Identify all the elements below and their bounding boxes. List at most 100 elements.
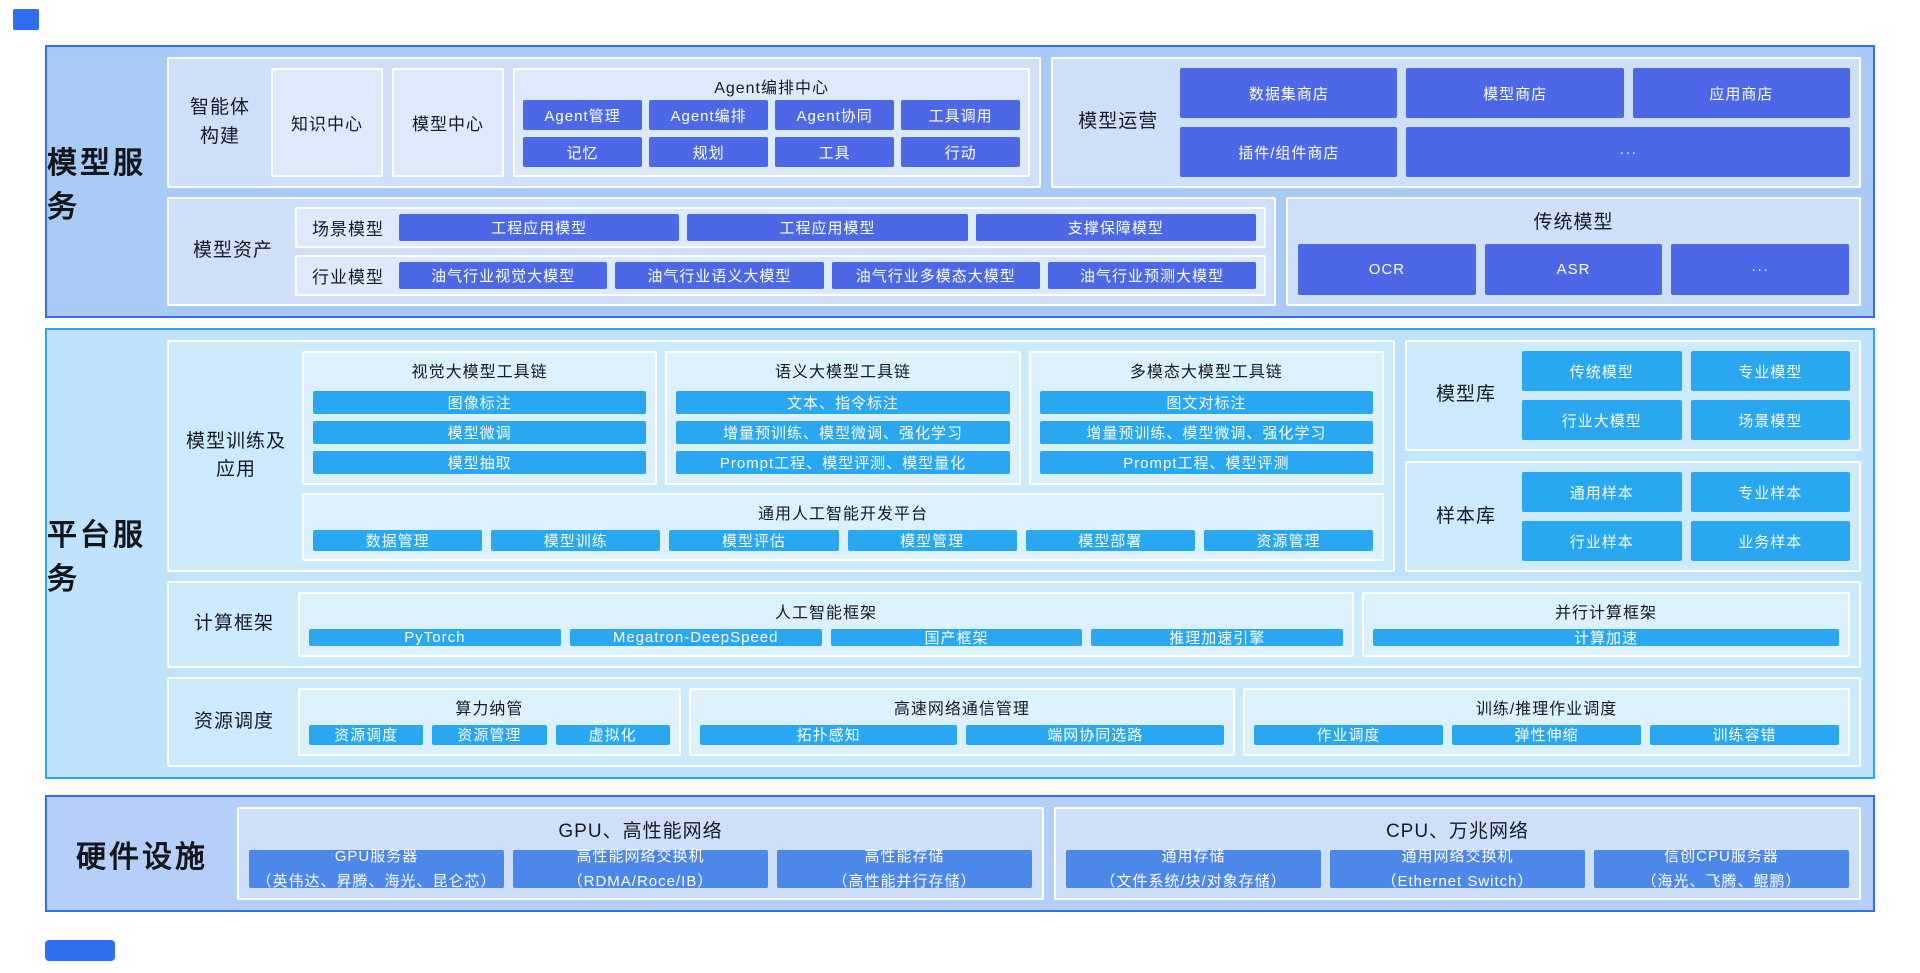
row-training-and-repos: 模型训练及应用 视觉大模型工具链 图像标注 模型微调 模型抽取 <box>167 340 1861 573</box>
block-compute-accel: 计算加速 <box>1373 629 1839 647</box>
group-agi-dev-platform: 通用人工智能开发平台 数据管理 模型训练 模型评估 模型管理 模型部署 资源管理 <box>302 493 1385 562</box>
panel-model-assets: 模型资产 场景模型 工程应用模型 工程应用模型 支撑保障模型 行业模型 油气行业… <box>167 197 1277 306</box>
panel-model-training-label: 模型训练及应用 <box>186 430 287 481</box>
section-platform-service-label: 平台服务 <box>47 518 146 596</box>
block-virtualization: 虚拟化 <box>555 724 670 745</box>
block-xinchuang-cpu-server: 信创CPU服务器 （海光、飞腾、鲲鹏） <box>1594 848 1849 890</box>
model-assets-rows: 场景模型 工程应用模型 工程应用模型 支撑保障模型 行业模型 油气行业视觉大模型… <box>295 207 1267 297</box>
block-ocr: OCR <box>1298 244 1476 295</box>
agi-dev-platform-row: 数据管理 模型训练 模型评估 模型管理 模型部署 资源管理 <box>313 530 1374 552</box>
group-agent-orchestration-title: Agent编排中心 <box>714 80 830 97</box>
block-model-deploy: 模型部署 <box>1025 530 1195 552</box>
group-ai-framework: 人工智能框架 PyTorch Megatron-DeepSpeed 国产框架 推… <box>298 592 1355 657</box>
ai-framework-title: 人工智能框架 <box>775 605 878 623</box>
hp-network-switch-detail: （RDMA/Roce/IB） <box>567 872 714 890</box>
gpu-server-detail: （英伟达、昇腾、海光、昆仑芯） <box>256 872 497 890</box>
model-repo-grid: 传统模型 专业模型 行业大模型 场景模型 <box>1522 351 1850 441</box>
block-memory: 记忆 <box>523 137 643 168</box>
traditional-models-title: 传统模型 <box>1533 212 1614 234</box>
agi-dev-platform-title: 通用人工智能开发平台 <box>758 506 929 524</box>
cpu-network-title: CPU、万兆网络 <box>1385 821 1530 842</box>
repos-column: 模型库 传统模型 专业模型 行业大模型 场景模型 样本库 通用样本 <box>1405 340 1861 573</box>
block-app-store: 应用商店 <box>1632 68 1850 119</box>
section-model-service-label: 模型服务 <box>47 146 146 224</box>
block-industry-sample: 行业样本 <box>1522 521 1682 562</box>
block-oilgas-predict-model: 油气行业预测大模型 <box>1047 262 1257 290</box>
scene-model-row: 场景模型 工程应用模型 工程应用模型 支撑保障模型 <box>295 207 1267 249</box>
block-topology-aware: 拓扑感知 <box>699 724 958 745</box>
panel-cpu-network: CPU、万兆网络 通用存储 （文件系统/块/对象存储） 通用网络交换机 （Eth… <box>1054 807 1861 900</box>
corner-mark-top <box>13 9 39 30</box>
block-incremental-pretrain-semantic: 增量预训练、模型微调、强化学习 <box>676 421 1010 445</box>
block-resource-manage: 资源管理 <box>432 724 547 745</box>
block-planning: 规划 <box>649 137 769 168</box>
block-resource-schedule: 资源调度 <box>309 724 424 745</box>
ethernet-switch-name: 通用网络交换机 <box>1401 847 1514 865</box>
block-scene-model: 场景模型 <box>1690 400 1850 441</box>
panel-model-operation: 模型运营 数据集商店 模型商店 应用商店 插件/组件商店 ··· <box>1051 57 1861 189</box>
traditional-models-row: OCR ASR ··· <box>1298 244 1849 295</box>
block-model-store: 模型商店 <box>1406 68 1624 119</box>
hp-network-switch-name: 高性能网络交换机 <box>576 847 705 865</box>
panel-sample-repo: 样本库 通用样本 专业样本 行业样本 业务样本 <box>1405 461 1861 573</box>
toolchains-row: 视觉大模型工具链 图像标注 模型微调 模型抽取 语义大模型工具链 文本、指令标注… <box>302 351 1385 486</box>
block-resource-manage-platform: 资源管理 <box>1203 530 1374 552</box>
block-agent-collaborate: Agent协同 <box>775 100 895 131</box>
block-oilgas-semantic-model: 油气行业语义大模型 <box>615 262 824 290</box>
panel-sample-repo-label: 样本库 <box>1436 505 1497 527</box>
section-model-service: 模型服务 智能体构建 知识中心 模型中心 Agent编排中心 Agent管理 A… <box>45 45 1875 318</box>
section-hardware-label: 硬件设施 <box>76 840 208 874</box>
parallel-framework-row: 计算加速 <box>1373 629 1839 647</box>
block-engineering-app-model-2: 工程应用模型 <box>687 214 968 242</box>
block-inference-accel-engine: 推理加速引擎 <box>1091 629 1344 647</box>
compute-management-title: 算力纳管 <box>455 700 524 718</box>
group-agent-orchestration-center: Agent编排中心 Agent管理 Agent编排 Agent协同 工具调用 记… <box>513 68 1031 178</box>
block-job-schedule: 作业调度 <box>1254 724 1444 745</box>
block-incremental-pretrain-multimodal: 增量预训练、模型微调、强化学习 <box>1039 421 1374 445</box>
row-compute-framework: 计算框架 人工智能框架 PyTorch Megatron-DeepSpeed 国… <box>167 581 1861 668</box>
block-tool-call: 工具调用 <box>901 100 1021 131</box>
scene-model-label: 场景模型 <box>312 220 384 240</box>
semantic-toolchain-title: 语义大模型工具链 <box>775 364 912 381</box>
ethernet-switch-detail: （Ethernet Switch） <box>1381 872 1534 890</box>
block-engineering-app-model-1: 工程应用模型 <box>399 214 680 242</box>
panel-resource-scheduling-label: 资源调度 <box>193 710 274 732</box>
block-industry-large-model: 行业大模型 <box>1522 400 1682 441</box>
agent-orchestration-grid: Agent管理 Agent编排 Agent协同 工具调用 记忆 规划 工具 行动 <box>523 100 1021 168</box>
block-text-instruction-labeling: 文本、指令标注 <box>676 391 1010 415</box>
compute-management-row: 资源调度 资源管理 虚拟化 <box>309 724 670 745</box>
panel-compute-framework: 计算框架 人工智能框架 PyTorch Megatron-DeepSpeed 国… <box>167 581 1861 668</box>
block-gpu-server: GPU服务器 （英伟达、昇腾、海光、昆仑芯） <box>249 848 504 890</box>
sample-repo-grid: 通用样本 专业样本 行业样本 业务样本 <box>1522 472 1850 562</box>
box-model-center: 模型中心 <box>392 68 504 178</box>
job-scheduling-title: 训练/推理作业调度 <box>1475 700 1618 718</box>
training-main: 视觉大模型工具链 图像标注 模型微调 模型抽取 语义大模型工具链 文本、指令标注… <box>302 351 1385 562</box>
panel-model-operation-label: 模型运营 <box>1078 111 1159 133</box>
block-pytorch: PyTorch <box>309 629 561 646</box>
panel-compute-framework-label: 计算框架 <box>193 613 274 635</box>
row-resource-scheduling: 资源调度 算力纳管 资源调度 资源管理 虚拟化 高速网络通信管理 <box>167 676 1861 767</box>
block-general-storage: 通用存储 （文件系统/块/对象存储） <box>1066 848 1321 890</box>
group-parallel-framework: 并行计算框架 计算加速 <box>1362 592 1850 657</box>
hp-storage-detail: （高性能并行存储） <box>832 872 977 890</box>
group-vision-toolchain: 视觉大模型工具链 图像标注 模型微调 模型抽取 <box>302 351 658 486</box>
section-platform-service-content: 模型训练及应用 视觉大模型工具链 图像标注 模型微调 模型抽取 <box>167 330 1873 777</box>
block-action: 行动 <box>901 137 1021 168</box>
group-job-scheduling: 训练/推理作业调度 作业调度 弹性伸缩 训练容错 <box>1243 687 1850 756</box>
cpu-network-row: 通用存储 （文件系统/块/对象存储） 通用网络交换机 （Ethernet Swi… <box>1066 848 1849 890</box>
block-agent-orchestrate: Agent编排 <box>649 100 769 131</box>
block-tools: 工具 <box>775 137 895 168</box>
panel-traditional-models: 传统模型 OCR ASR ··· <box>1286 197 1861 306</box>
network-comm-row: 拓扑感知 端网协同选路 <box>699 724 1225 745</box>
group-compute-management: 算力纳管 资源调度 资源管理 虚拟化 <box>298 687 681 756</box>
block-hp-network-switch: 高性能网络交换机 （RDMA/Roce/IB） <box>513 848 768 890</box>
group-semantic-toolchain: 语义大模型工具链 文本、指令标注 增量预训练、模型微调、强化学习 Prompt工… <box>665 351 1021 486</box>
panel-agent-build-label: 智能体构建 <box>189 97 250 147</box>
block-domestic-framework: 国产框架 <box>830 629 1083 647</box>
panel-model-training: 模型训练及应用 视觉大模型工具链 图像标注 模型微调 模型抽取 <box>167 340 1396 573</box>
block-model-evaluate: 模型评估 <box>669 530 839 552</box>
block-more-stores: ··· <box>1406 127 1850 178</box>
block-traditional-model: 传统模型 <box>1522 351 1682 392</box>
block-training-fault-tolerance: 训练容错 <box>1650 724 1839 745</box>
block-professional-sample: 专业样本 <box>1690 472 1850 513</box>
